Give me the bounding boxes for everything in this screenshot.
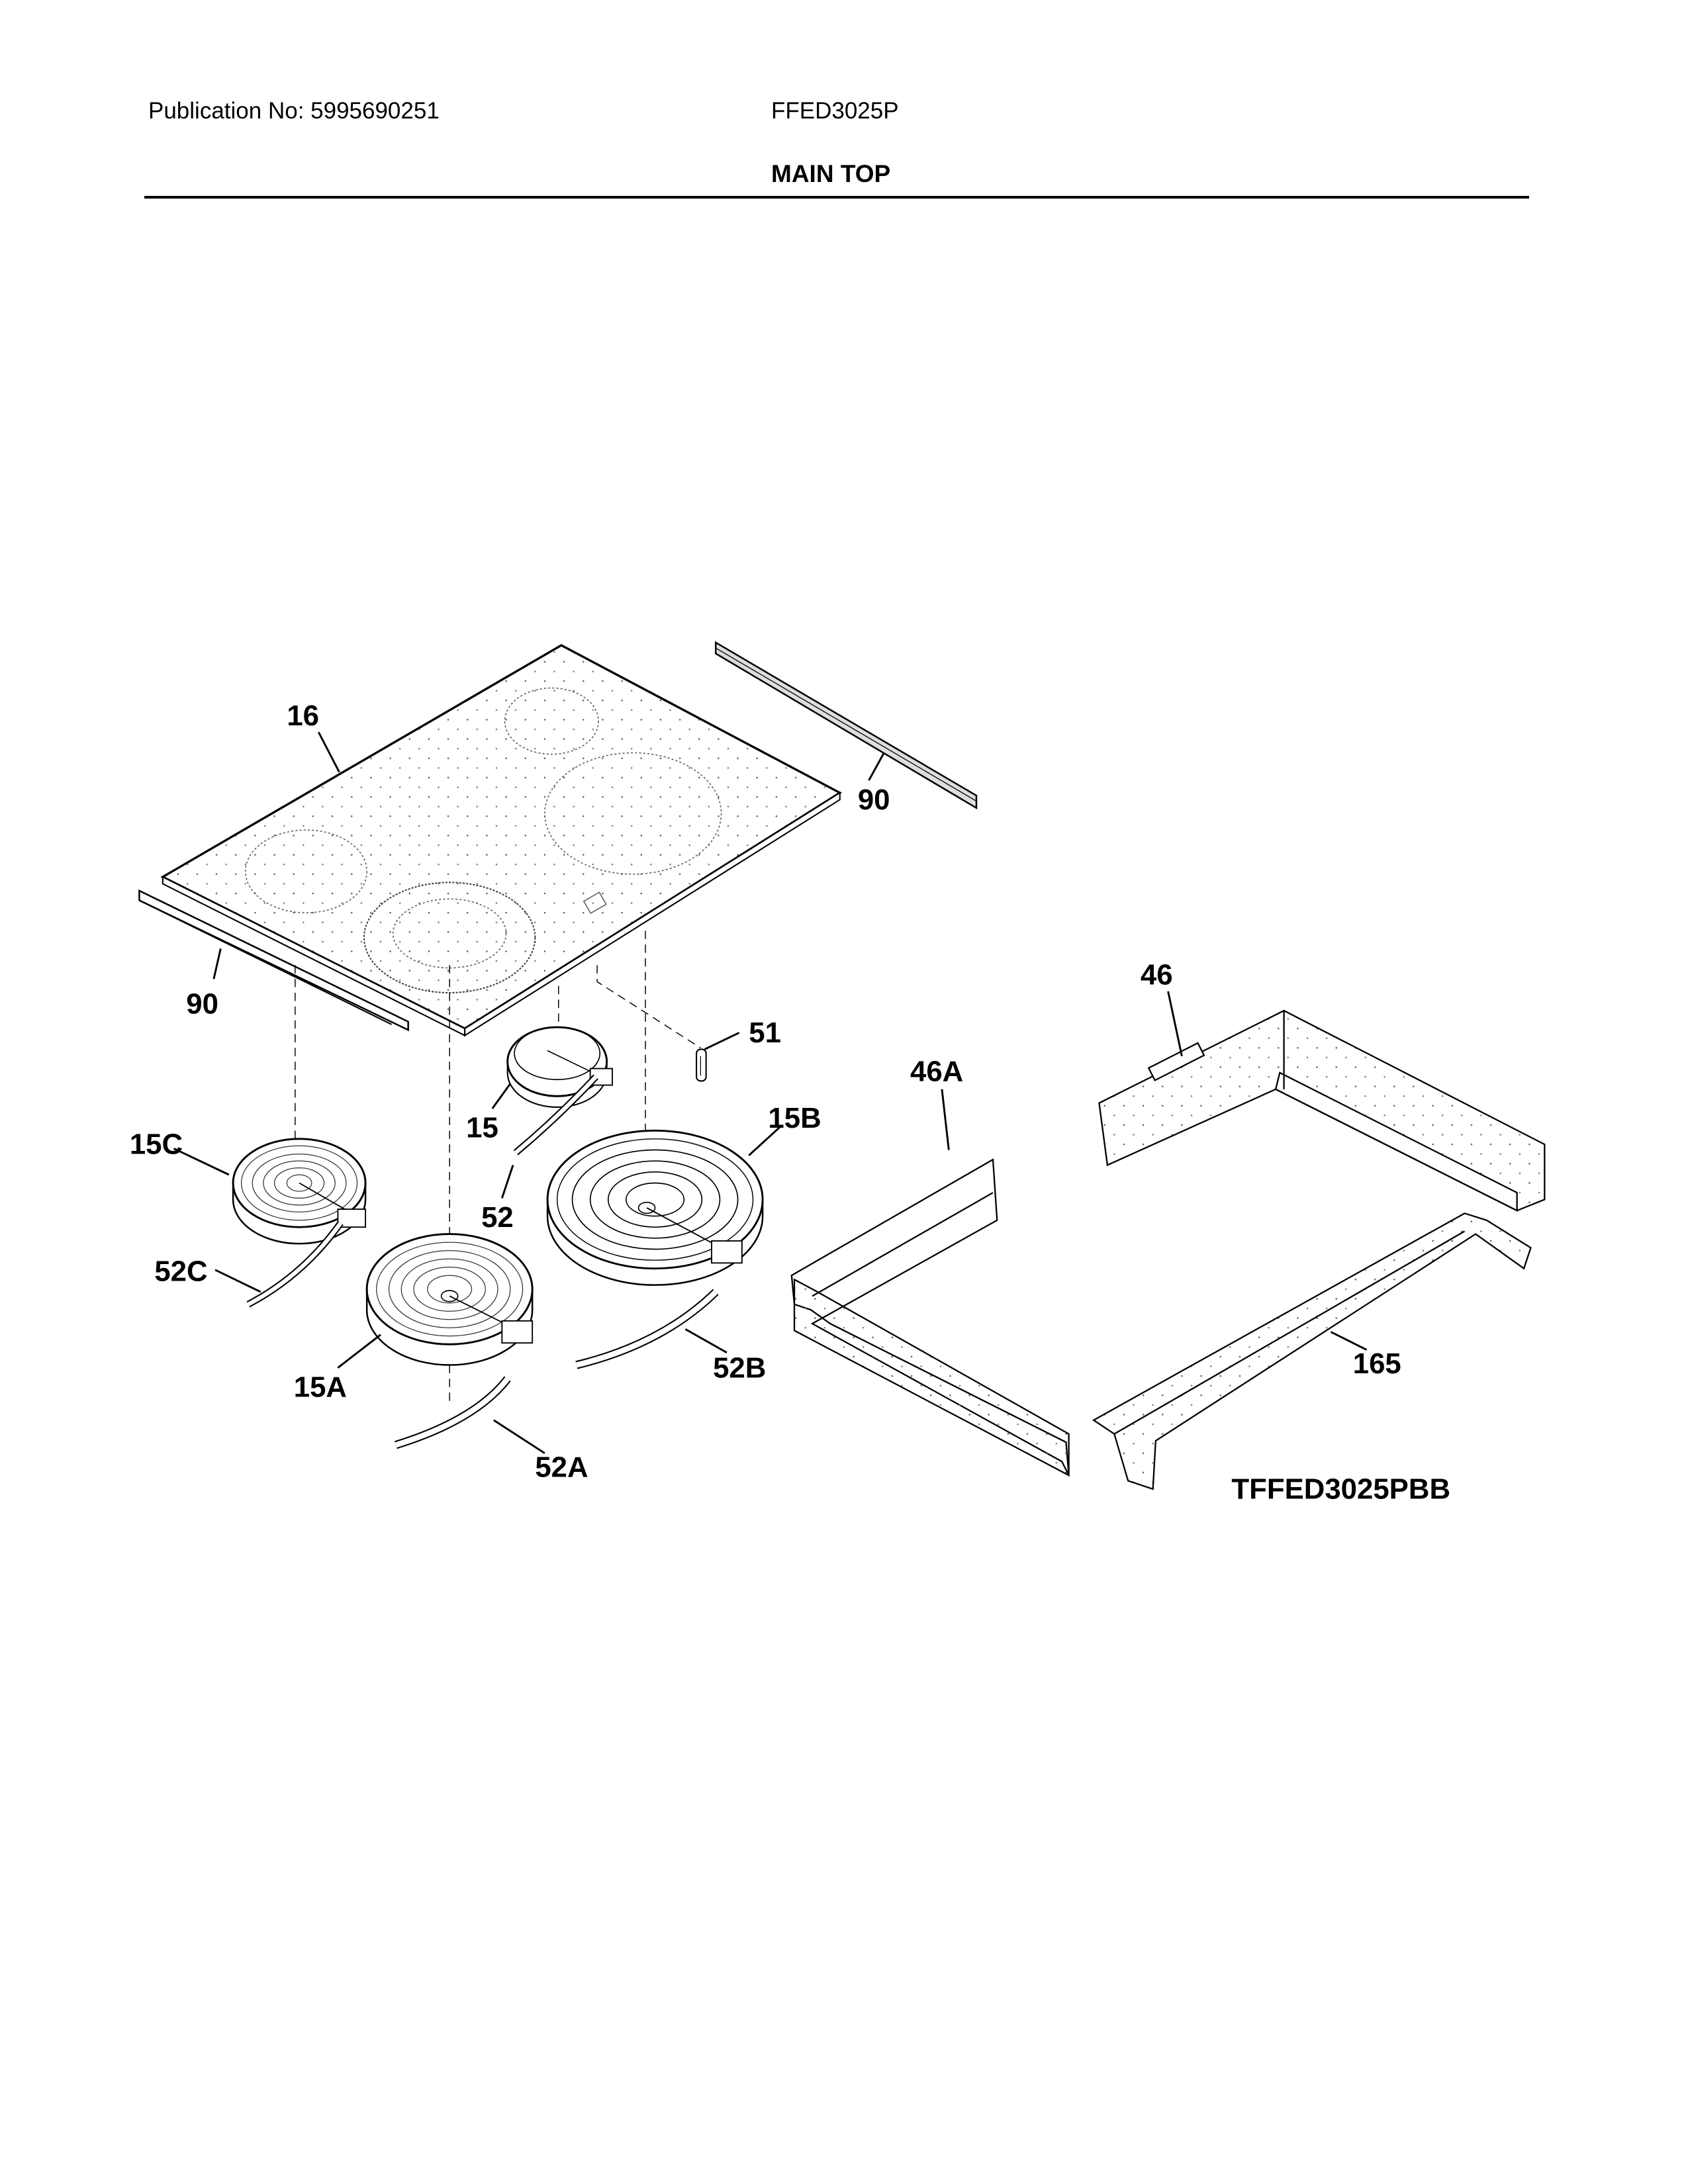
- section-title: MAIN TOP: [771, 160, 891, 187]
- radiant-element-15a[interactable]: [365, 1233, 534, 1366]
- rear-bracket-46[interactable]: [1098, 1009, 1546, 1212]
- trim-strip-front[interactable]: [138, 889, 409, 1032]
- label-15c: 15C: [130, 1128, 183, 1161]
- label-51: 51: [749, 1017, 781, 1049]
- leader-lines: [173, 731, 1368, 1455]
- radiant-element-15b[interactable]: [546, 1129, 764, 1286]
- label-15: 15: [466, 1112, 498, 1144]
- element-clip-52b[interactable]: [575, 1289, 719, 1369]
- element-clip-52c[interactable]: [246, 1220, 344, 1308]
- label-16: 16: [287, 700, 319, 732]
- label-46a: 46A: [910, 1055, 963, 1087]
- label-52c: 52C: [154, 1255, 207, 1287]
- label-90-front: 90: [186, 987, 218, 1020]
- cooktop-glass[interactable]: [160, 644, 843, 1037]
- label-15b: 15B: [768, 1102, 821, 1134]
- label-52a: 52A: [535, 1451, 588, 1483]
- sensor-51[interactable]: [696, 1048, 707, 1082]
- model-number: FFED3025P: [771, 98, 899, 124]
- model-code: TFFED3025PBB: [1231, 1473, 1450, 1506]
- label-52b: 52B: [713, 1351, 766, 1384]
- label-165: 165: [1353, 1347, 1401, 1380]
- label-15a: 15A: [294, 1371, 347, 1403]
- header-divider: [144, 196, 1529, 199]
- element-clip-52[interactable]: [513, 1074, 598, 1156]
- label-46: 46: [1141, 959, 1173, 991]
- label-90-rear: 90: [858, 784, 890, 816]
- front-bracket-46a[interactable]: [790, 1158, 1070, 1477]
- radiant-element-15[interactable]: [506, 1026, 613, 1108]
- trim-strip-rear[interactable]: [715, 641, 978, 810]
- element-clip-52a[interactable]: [395, 1376, 511, 1449]
- radiant-element-15c[interactable]: [232, 1138, 367, 1245]
- label-52: 52: [481, 1201, 514, 1234]
- publication-number: Publication No: 5995690251: [148, 98, 440, 124]
- support-rail-165[interactable]: [1092, 1212, 1532, 1490]
